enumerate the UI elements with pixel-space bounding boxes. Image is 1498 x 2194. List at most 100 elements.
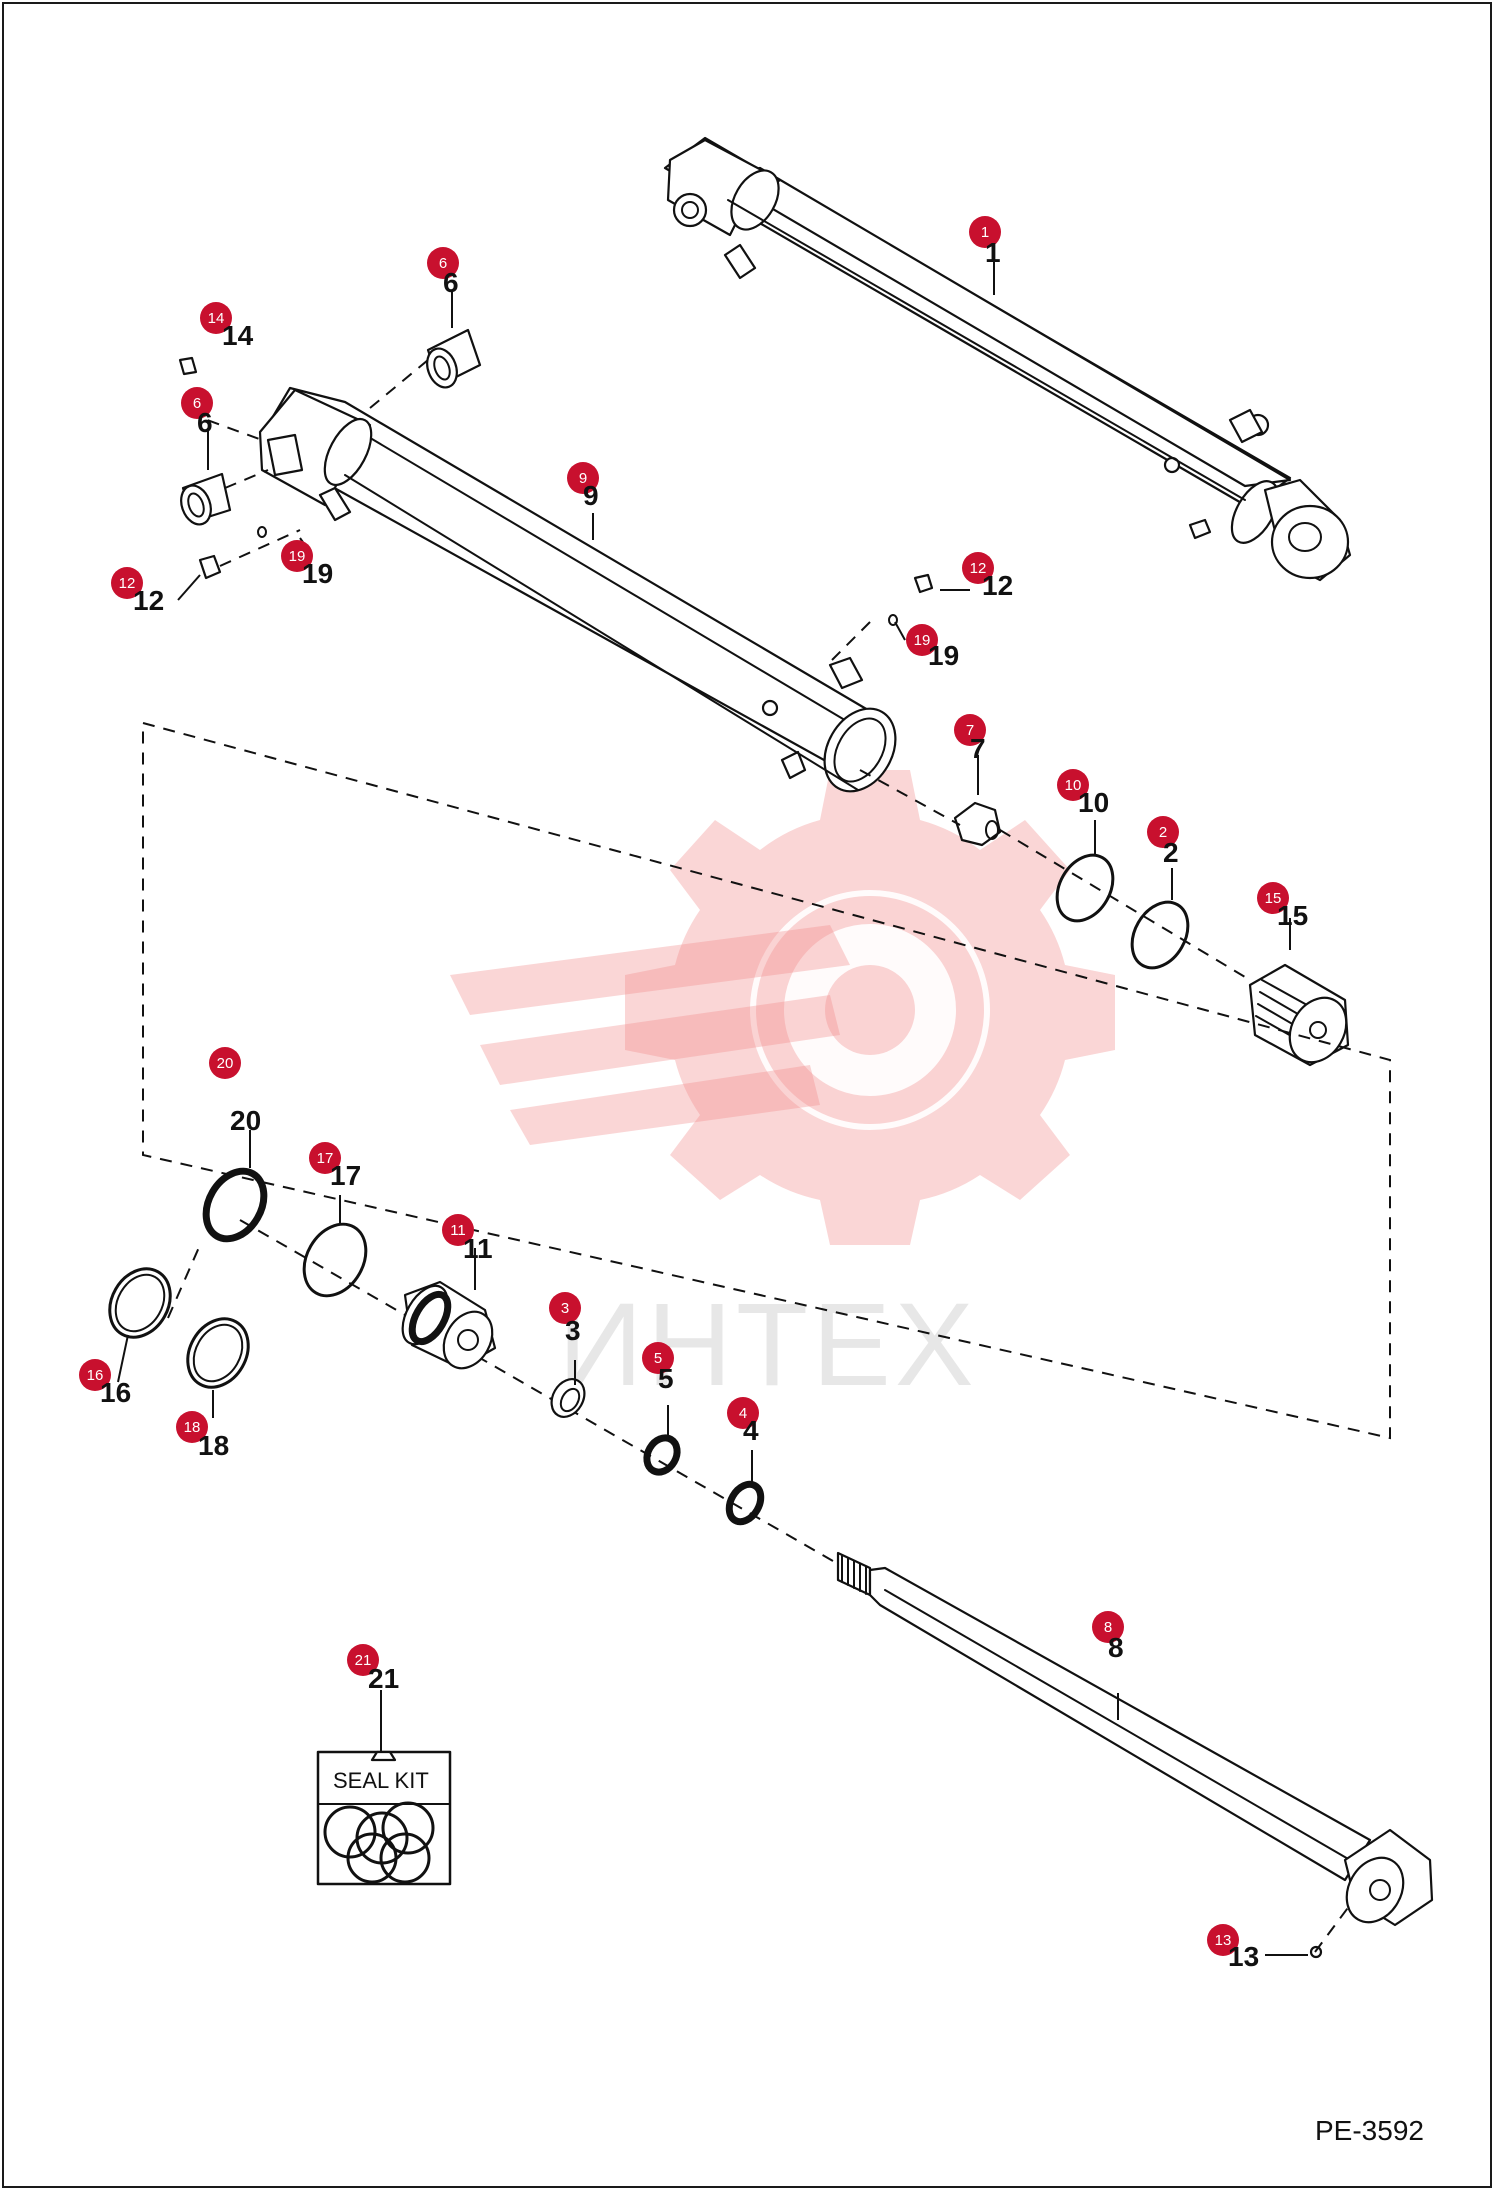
part-badge-text: 8: [1104, 1619, 1112, 1636]
part-number: 19: [302, 558, 333, 589]
part-badge: [79, 1359, 111, 1391]
part-number: 3: [565, 1315, 581, 1346]
part-label-4[interactable]: 4 4: [727, 1397, 759, 1446]
part-label-15[interactable]: 15 15: [1257, 882, 1308, 931]
part-number: 15: [1277, 900, 1308, 931]
part-badge-text: 18: [184, 1419, 201, 1436]
part-label-11[interactable]: 11 11: [442, 1214, 493, 1264]
part-label-19-right[interactable]: 19 19: [906, 624, 959, 671]
part-badge: [176, 1411, 208, 1443]
part-badge-text: 1: [981, 224, 989, 241]
watermark-gear-icon: [450, 770, 1115, 1245]
part-label-3[interactable]: 3 3: [549, 1292, 581, 1346]
part-badge-text: 20: [217, 1055, 234, 1072]
o-ring-17-drawing: [302, 1222, 368, 1298]
part-badge-text: 16: [87, 1367, 104, 1384]
part-badge: [281, 540, 313, 572]
part-label-5[interactable]: 5 5: [642, 1342, 674, 1394]
part-label-2[interactable]: 2 2: [1147, 816, 1179, 868]
small-fittings-drawing: [178, 356, 1323, 1959]
part-badge-text: 12: [970, 560, 987, 577]
part-badge-text: 10: [1065, 777, 1082, 794]
part-badge: [347, 1644, 379, 1676]
barrel-drawing: [258, 386, 897, 793]
part-number: 9: [583, 480, 599, 511]
part-number: 13: [1228, 1941, 1259, 1972]
part-label-20[interactable]: 20 20: [209, 1047, 261, 1136]
part-label-7[interactable]: 7 7: [954, 714, 986, 764]
piston-drawing: [1248, 963, 1350, 1067]
part-label-13[interactable]: 13 13: [1207, 1924, 1259, 1972]
part-badge: [549, 1292, 581, 1324]
rod-seal-5-drawing: [643, 1434, 681, 1476]
part-number: 20: [230, 1105, 261, 1136]
part-badge-text: 17: [317, 1150, 334, 1167]
part-badge-text: 6: [439, 255, 447, 272]
part-badge: [1257, 882, 1289, 914]
part-badge: [962, 552, 994, 584]
part-label-12-left[interactable]: 12 12: [111, 567, 164, 616]
part-badge-text: 5: [654, 1350, 662, 1367]
part-badge-text: 7: [966, 722, 974, 739]
part-label-16[interactable]: 16 16: [79, 1359, 131, 1408]
part-badge-text: 19: [289, 548, 306, 565]
part-number: 8: [1108, 1632, 1124, 1663]
part-label-10[interactable]: 10 10: [1057, 769, 1109, 818]
part-badge-text: 6: [193, 395, 201, 412]
part-number: 10: [1078, 787, 1109, 818]
cylinder-assembly-drawing: [663, 136, 1352, 582]
part-badge: [427, 247, 459, 279]
part-label-1[interactable]: 1 1: [969, 216, 1001, 268]
part-badge-text: 19: [914, 632, 931, 649]
o-ring-10-drawing: [1055, 853, 1115, 923]
seal-20-drawing: [202, 1167, 268, 1243]
part-badge-text: 11: [450, 1222, 466, 1239]
part-badge: [181, 387, 213, 419]
part-badge: [954, 714, 986, 746]
part-number: 7: [970, 733, 986, 764]
part-badge: [567, 462, 599, 494]
part-badge-text: 3: [561, 1300, 569, 1317]
bushing-left-drawing: [180, 472, 232, 526]
part-number: 1: [985, 237, 1001, 268]
wiper-seal-4-drawing: [725, 1480, 765, 1526]
part-badge-text: 14: [208, 310, 225, 327]
drawing-code: PE-3592: [1315, 2115, 1424, 2146]
seal-kit-label: SEAL KIT: [333, 1768, 429, 1793]
part-badge-text: 4: [739, 1405, 747, 1422]
part-badge: [111, 567, 143, 599]
watermark-text: ИНТЕХ: [558, 1279, 978, 1411]
part-number: 21: [368, 1663, 399, 1694]
part-label-6-top[interactable]: 6 6: [427, 247, 459, 298]
bushing-top-drawing: [426, 328, 482, 389]
part-number: 2: [1163, 837, 1179, 868]
part-badge: [209, 1047, 241, 1079]
part-badge: [906, 624, 938, 656]
part-label-12-right[interactable]: 12 12: [962, 552, 1013, 601]
part-number: 17: [330, 1160, 361, 1191]
o-ring-2-drawing: [1130, 900, 1190, 970]
part-number: 6: [443, 267, 459, 298]
part-badge: [642, 1342, 674, 1374]
part-label-19-left[interactable]: 19 19: [281, 540, 333, 589]
part-badge: [1092, 1611, 1124, 1643]
part-badge: [442, 1214, 474, 1246]
part-label-9[interactable]: 9 9: [567, 462, 599, 511]
part-badge-text: 13: [1215, 1932, 1232, 1949]
part-label-14[interactable]: 14 14: [200, 302, 254, 351]
part-badge: [969, 216, 1001, 248]
part-number: 11: [463, 1233, 493, 1264]
seal-kit-drawing: SEAL KIT: [316, 1750, 452, 1886]
part-label-17[interactable]: 17 17: [309, 1142, 361, 1191]
part-badge-text: 15: [1265, 890, 1282, 907]
part-label-6-left[interactable]: 6 6: [181, 387, 213, 438]
part-label-21[interactable]: 21 21: [347, 1644, 399, 1694]
part-number: 16: [100, 1377, 131, 1408]
part-label-18[interactable]: 18 18: [176, 1411, 229, 1461]
bushing-3-drawing: [550, 1378, 586, 1418]
part-badge-text: 12: [119, 575, 136, 592]
lock-nut-drawing: [953, 801, 1002, 847]
part-label-8[interactable]: 8 8: [1092, 1611, 1124, 1663]
